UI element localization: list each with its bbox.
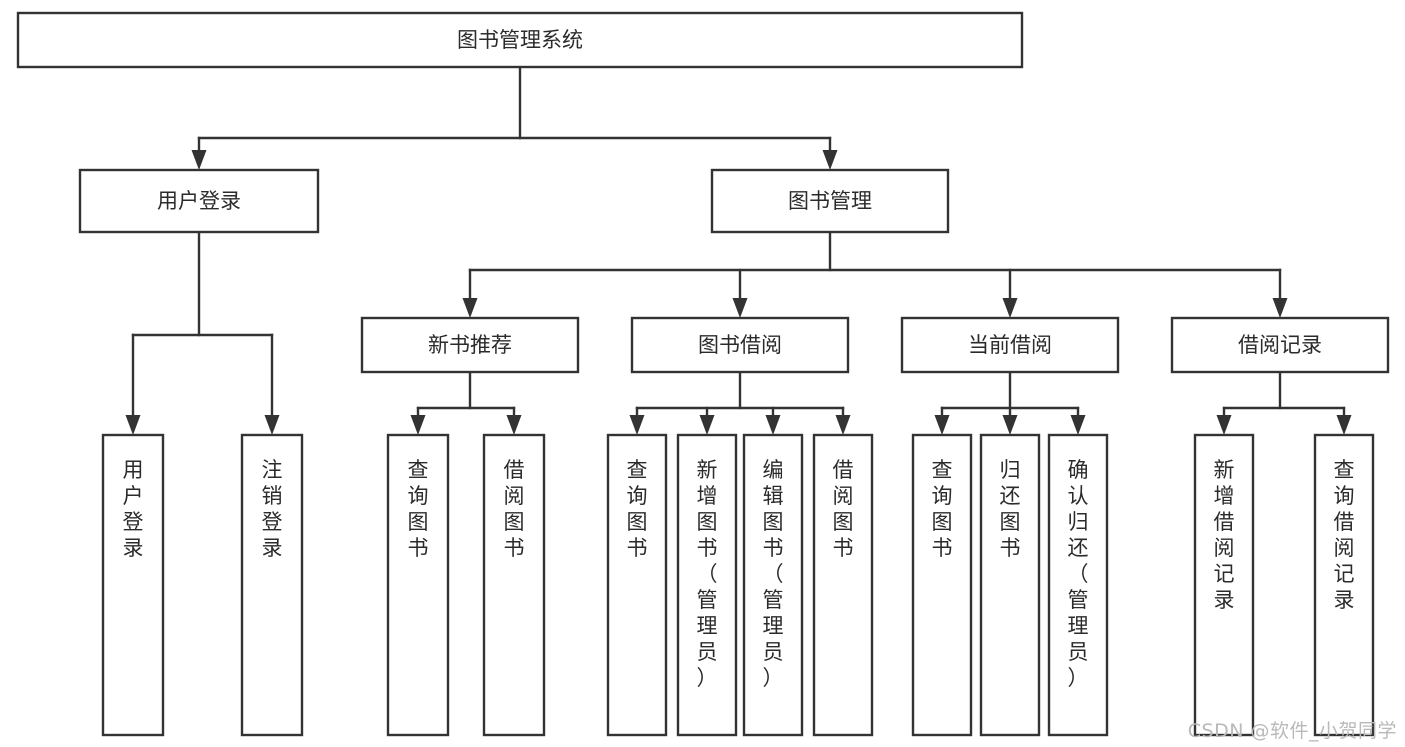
node-label: 借阅图书 bbox=[504, 458, 525, 560]
node-label: 查询图书 bbox=[627, 458, 648, 560]
arrow-head-icon bbox=[1002, 298, 1018, 318]
node-box[interactable] bbox=[360, 316, 580, 374]
node-label: 编辑图书（管理员） bbox=[763, 458, 784, 690]
node-leaf-add-book-admin[interactable]: 新增图书（管理员） bbox=[676, 433, 738, 737]
node-layer: 图书管理系统用户登录图书管理新书推荐图书借阅当前借阅借阅记录用户登录注销登录查询… bbox=[16, 11, 1390, 737]
node-borrow-record[interactable]: 借阅记录 bbox=[1170, 316, 1390, 374]
node-label: 新书推荐 bbox=[428, 333, 512, 357]
node-leaf-query-book-recommend[interactable]: 查询图书 bbox=[386, 433, 450, 737]
connector-group bbox=[629, 370, 851, 435]
connector-group bbox=[934, 370, 1086, 435]
node-label: 借阅图书 bbox=[833, 458, 854, 560]
node-label: 查询图书 bbox=[408, 458, 429, 560]
node-box[interactable] bbox=[911, 433, 973, 737]
arrow-head-icon bbox=[1002, 415, 1018, 435]
node-leaf-borrow-book-recommend[interactable]: 借阅图书 bbox=[482, 433, 546, 737]
node-leaf-user-login[interactable]: 用户登录 bbox=[101, 433, 165, 737]
node-box[interactable] bbox=[900, 316, 1120, 374]
arrow-head-icon bbox=[264, 415, 280, 435]
arrow-head-icon bbox=[462, 298, 478, 318]
node-book-borrow[interactable]: 图书借阅 bbox=[630, 316, 850, 374]
arrow-head-icon bbox=[506, 415, 522, 435]
node-box[interactable] bbox=[676, 433, 738, 737]
node-box[interactable] bbox=[606, 433, 668, 737]
node-book-manage[interactable]: 图书管理 bbox=[710, 168, 950, 234]
node-box[interactable] bbox=[101, 433, 165, 737]
node-label: 用户登录 bbox=[157, 189, 241, 213]
node-label: 归还图书 bbox=[1000, 458, 1021, 560]
node-label: 当前借阅 bbox=[968, 333, 1052, 357]
node-box[interactable] bbox=[386, 433, 450, 737]
node-box[interactable] bbox=[78, 168, 320, 234]
node-leaf-confirm-return-admin[interactable]: 确认归还（管理员） bbox=[1047, 433, 1109, 737]
arrow-head-icon bbox=[822, 150, 838, 170]
node-label: 新增借阅记录 bbox=[1214, 458, 1235, 612]
node-label: 确认归还（管理员） bbox=[1068, 458, 1089, 690]
node-box[interactable] bbox=[1193, 433, 1255, 737]
arrow-head-icon bbox=[732, 298, 748, 318]
node-label: 图书借阅 bbox=[698, 333, 782, 357]
connector-group bbox=[462, 230, 1288, 318]
node-label: 借阅记录 bbox=[1238, 333, 1322, 357]
node-box[interactable] bbox=[630, 316, 850, 374]
arrow-head-icon bbox=[699, 415, 715, 435]
node-label: 查询借阅记录 bbox=[1334, 458, 1355, 612]
node-leaf-borrow-book[interactable]: 借阅图书 bbox=[812, 433, 874, 737]
arrow-head-icon bbox=[1272, 298, 1288, 318]
connector-group bbox=[125, 230, 280, 435]
arrow-head-icon bbox=[410, 415, 426, 435]
node-label: 图书管理系统 bbox=[457, 28, 583, 52]
arrow-head-icon bbox=[1336, 415, 1352, 435]
arrow-head-icon bbox=[629, 415, 645, 435]
node-box[interactable] bbox=[1313, 433, 1375, 737]
node-current-borrow[interactable]: 当前借阅 bbox=[900, 316, 1120, 374]
node-label: 新增图书（管理员） bbox=[697, 458, 718, 690]
node-box[interactable] bbox=[742, 433, 804, 737]
connector-group bbox=[1216, 370, 1352, 435]
node-leaf-edit-book-admin[interactable]: 编辑图书（管理员） bbox=[742, 433, 804, 737]
node-leaf-add-borrow-record[interactable]: 新增借阅记录 bbox=[1193, 433, 1255, 737]
node-box[interactable] bbox=[812, 433, 874, 737]
node-box[interactable] bbox=[16, 11, 1024, 69]
connector-layer bbox=[125, 65, 1352, 435]
node-label: 用户登录 bbox=[123, 458, 144, 560]
node-box[interactable] bbox=[240, 433, 304, 737]
arrow-head-icon bbox=[934, 415, 950, 435]
node-leaf-return-book[interactable]: 归还图书 bbox=[979, 433, 1041, 737]
node-box[interactable] bbox=[979, 433, 1041, 737]
node-user-login[interactable]: 用户登录 bbox=[78, 168, 320, 234]
node-box[interactable] bbox=[710, 168, 950, 234]
node-root[interactable]: 图书管理系统 bbox=[16, 11, 1024, 69]
arrow-head-icon bbox=[1216, 415, 1232, 435]
node-leaf-query-book-current[interactable]: 查询图书 bbox=[911, 433, 973, 737]
arrow-head-icon bbox=[1070, 415, 1086, 435]
node-leaf-query-borrow-record[interactable]: 查询借阅记录 bbox=[1313, 433, 1375, 737]
node-box[interactable] bbox=[1170, 316, 1390, 374]
arrow-head-icon bbox=[125, 415, 141, 435]
node-new-book-recommend[interactable]: 新书推荐 bbox=[360, 316, 580, 374]
node-box[interactable] bbox=[482, 433, 546, 737]
node-label: 查询图书 bbox=[932, 458, 953, 560]
connector-group bbox=[410, 370, 522, 435]
node-leaf-query-book-borrow[interactable]: 查询图书 bbox=[606, 433, 668, 737]
node-label: 注销登录 bbox=[262, 458, 283, 560]
arrow-head-icon bbox=[765, 415, 781, 435]
node-label: 图书管理 bbox=[788, 189, 872, 213]
arrow-head-icon bbox=[835, 415, 851, 435]
node-box[interactable] bbox=[1047, 433, 1109, 737]
arrow-head-icon bbox=[191, 150, 207, 170]
connector-group bbox=[191, 65, 838, 170]
node-leaf-logout[interactable]: 注销登录 bbox=[240, 433, 304, 737]
